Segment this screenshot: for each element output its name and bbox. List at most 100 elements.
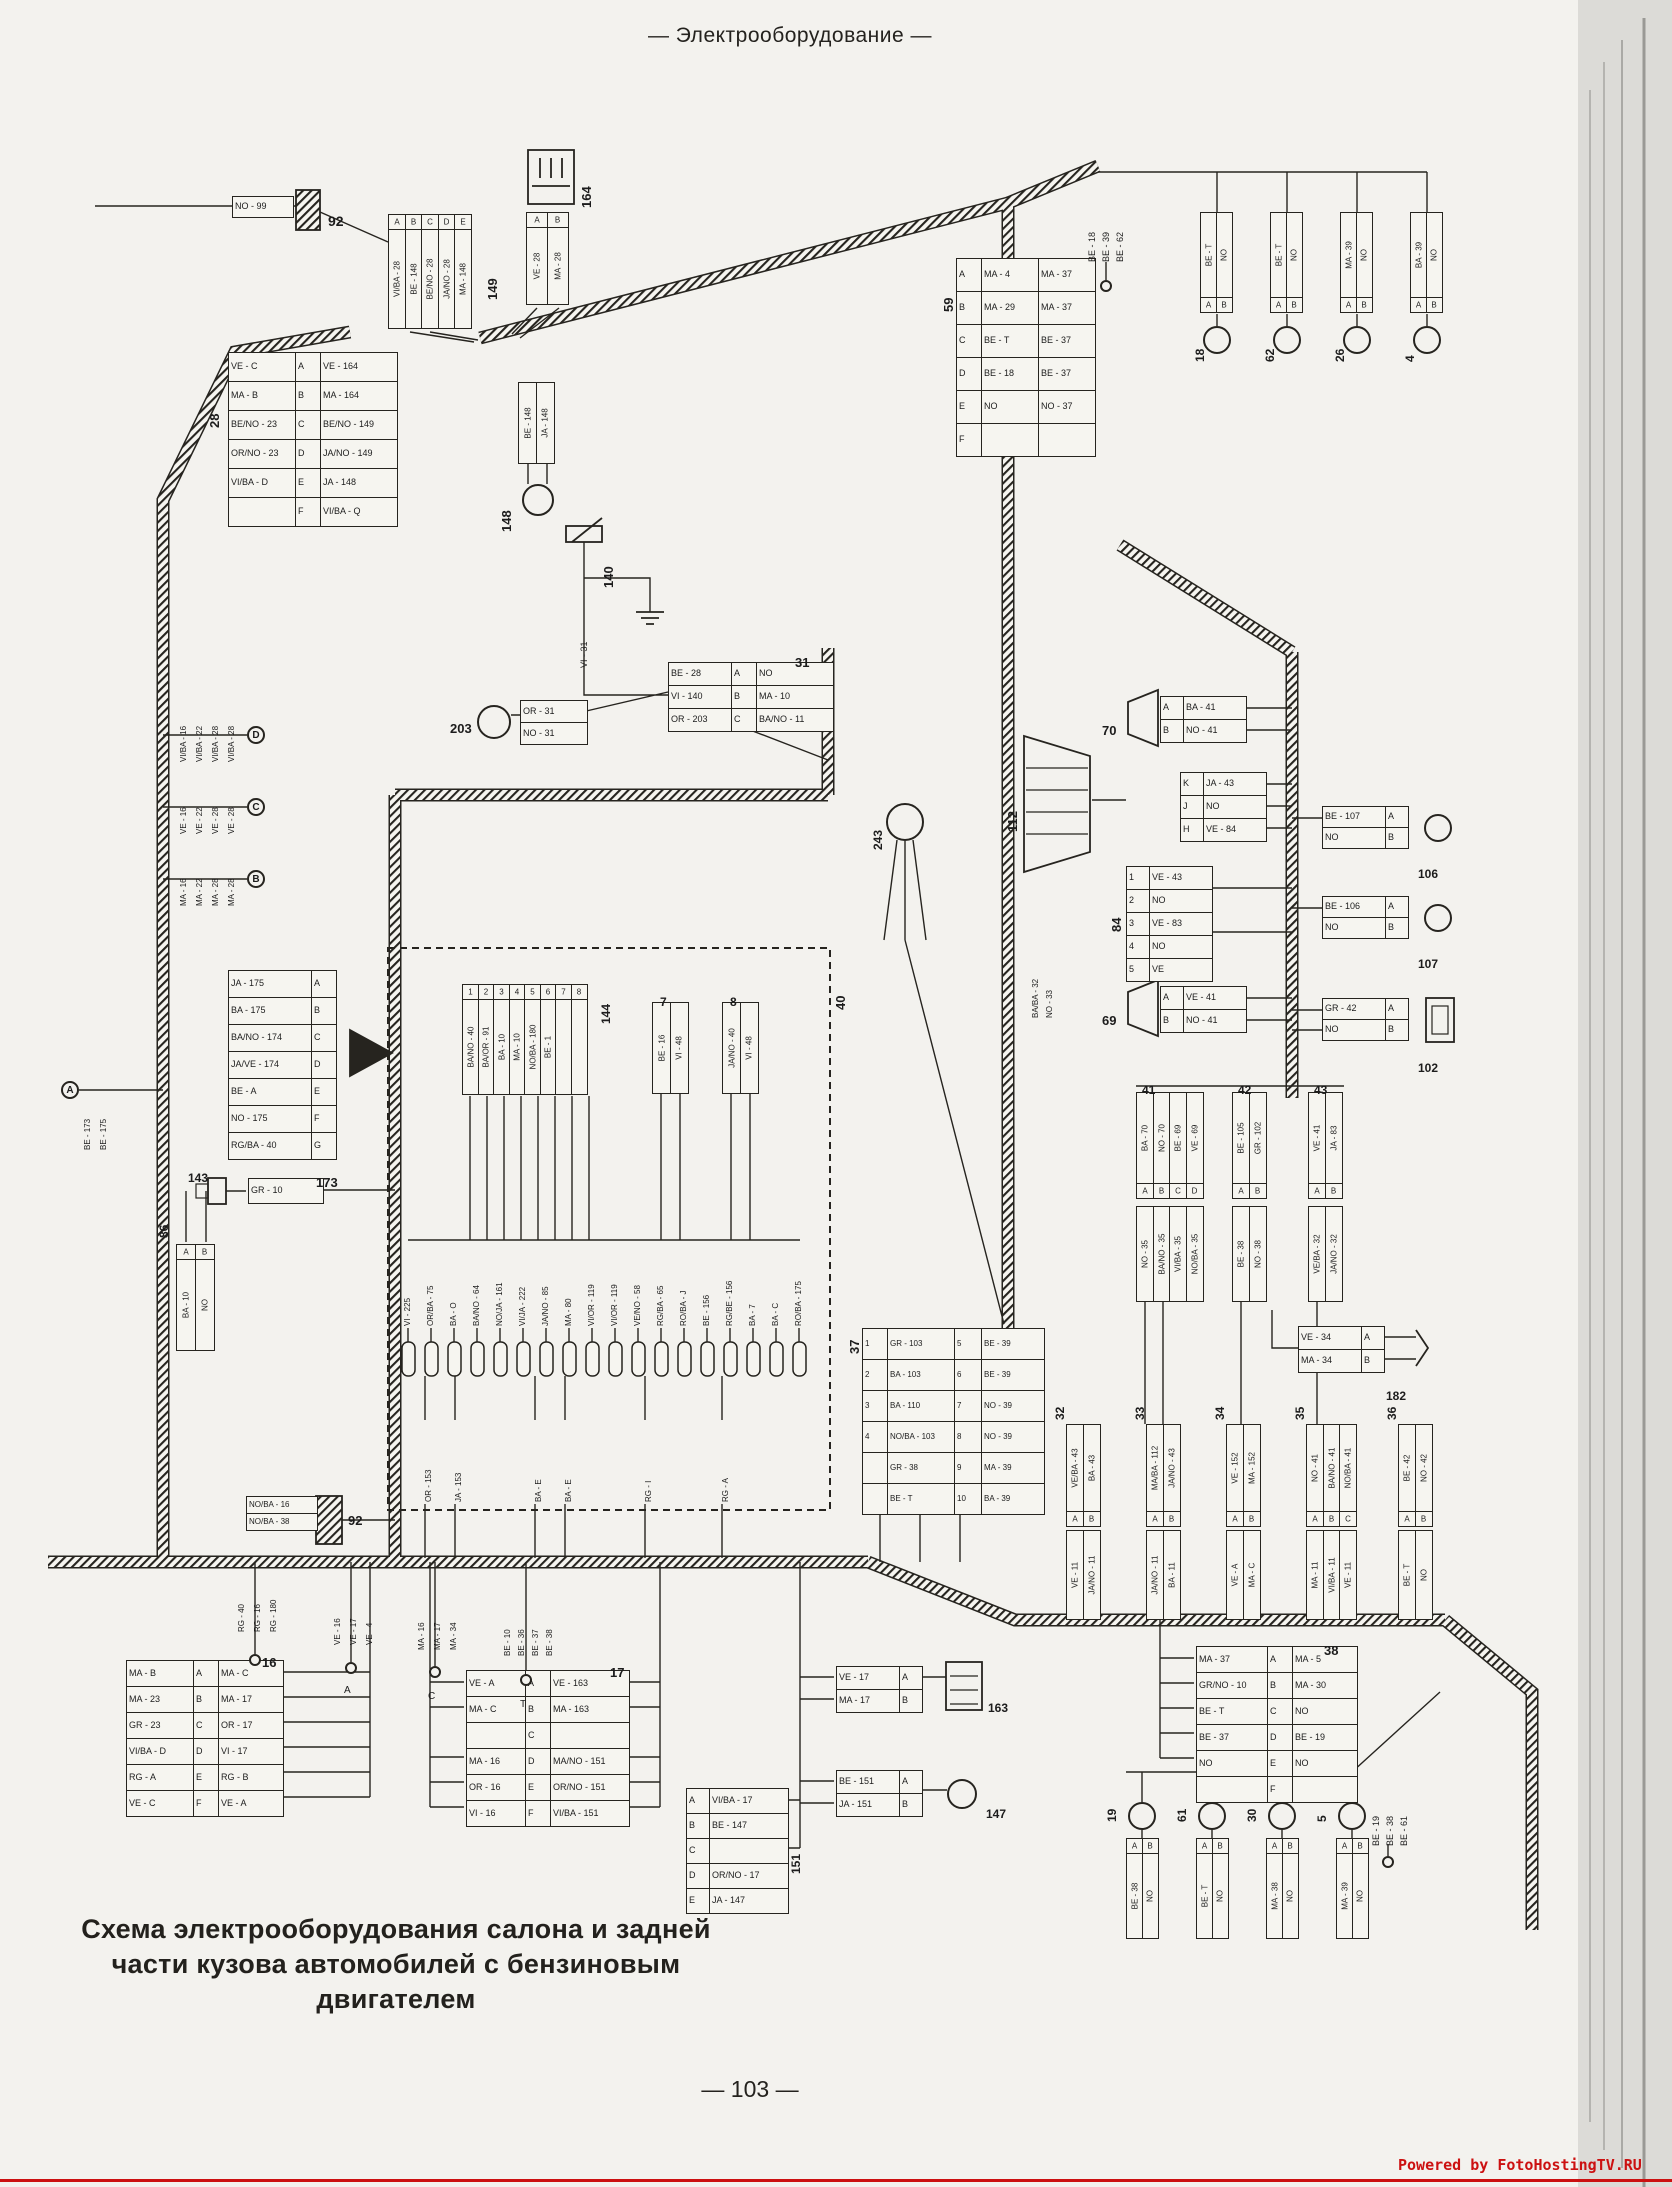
pin: A <box>1226 1510 1244 1527</box>
connector-173-wedge-icon <box>349 1028 394 1078</box>
cell <box>228 497 296 527</box>
cell: BE - 151 <box>836 1770 900 1794</box>
lamp-62 <box>1273 326 1301 354</box>
cell: 1 <box>1126 866 1150 890</box>
cell: RG - A <box>126 1764 194 1791</box>
wire-code: BE - T <box>1270 212 1287 298</box>
cell: D <box>525 1748 551 1775</box>
cell: BE - 37 <box>1038 324 1096 358</box>
wire-code: MA - 10 <box>508 998 526 1095</box>
num-243: 243 <box>871 829 885 850</box>
cell: NO <box>1292 1750 1358 1777</box>
num-102: 102 <box>1418 1061 1439 1075</box>
cell: C <box>295 410 321 440</box>
cell: BE - 107 <box>1322 806 1386 828</box>
wire-code: VE - 28 <box>526 226 548 305</box>
wire-ve-4: VE - 4 <box>365 1622 374 1645</box>
terminal-letter-a: A <box>344 1685 351 1696</box>
wire-code: JA/NO - 28 <box>437 228 456 329</box>
wire-code: VE - 152 <box>1226 1424 1244 1512</box>
cell: BE - T <box>1196 1698 1268 1725</box>
ground-icon <box>636 611 664 625</box>
wire-rg-a: RG - A <box>721 1477 730 1502</box>
wire-code: JA/NO - 40 <box>722 1002 741 1094</box>
pin: B <box>1248 1182 1267 1199</box>
cell: VE - C <box>228 352 296 382</box>
wire-code <box>555 998 572 1095</box>
cell: K <box>1180 772 1204 796</box>
cell: B <box>899 1689 923 1713</box>
pin: C <box>1339 1510 1357 1527</box>
cell: VE - A <box>218 1790 284 1817</box>
wire-code: BA - 10 <box>493 998 510 1095</box>
wire-code: BA/NO - 41 <box>1322 1424 1341 1512</box>
wire-ve-28b: VE - 28 <box>227 807 236 834</box>
cell: C <box>1267 1698 1293 1725</box>
num-149: 149 <box>485 278 500 300</box>
wire-code: NO <box>1351 1852 1369 1939</box>
cell: A <box>311 970 337 998</box>
cell: MA - 163 <box>550 1696 630 1723</box>
cell: C <box>686 1838 710 1864</box>
cell: BE - 19 <box>1292 1724 1358 1751</box>
cell: B <box>525 1696 551 1723</box>
cell: MA - 30 <box>1292 1672 1358 1699</box>
wire-be-61: BE - 61 <box>1399 1815 1409 1846</box>
wire-ma-16: MA - 16 <box>179 878 188 906</box>
wire-code <box>570 998 588 1095</box>
cell: A <box>295 352 321 382</box>
cell: GR - 23 <box>126 1712 194 1739</box>
cell: E <box>193 1764 219 1791</box>
wire-ma-16b: MA - 16 <box>417 1622 426 1650</box>
cell: BA - 110 <box>887 1390 955 1422</box>
pin: A <box>1340 296 1357 313</box>
cell: A <box>899 1666 923 1690</box>
cell <box>862 1452 888 1484</box>
cell: BE/NO - 23 <box>228 410 296 440</box>
wire-roba-175: RO/BA - 175 <box>794 1281 803 1326</box>
num-28: 28 <box>207 413 222 428</box>
num-62: 62 <box>1263 348 1277 362</box>
wire-code: BE/NO - 28 <box>421 228 439 329</box>
bracket-182-icon <box>1415 1329 1430 1367</box>
pin: A <box>1232 1182 1250 1199</box>
cell: BE - 39 <box>981 1359 1045 1391</box>
wire-code: MA - 38 <box>1266 1852 1283 1939</box>
cell: JA/NO - 149 <box>320 439 398 469</box>
wire-code: VE/BA - 32 <box>1308 1206 1326 1302</box>
page-header: — Электрооборудование — <box>647 24 933 47</box>
cell: MA - 23 <box>126 1686 194 1713</box>
pin: A <box>1306 1510 1324 1527</box>
cell: F <box>311 1105 337 1133</box>
wire-rgba-65: RG/BA - 65 <box>656 1285 665 1326</box>
num-42: 42 <box>1238 1083 1252 1097</box>
wire-code: NO <box>194 1258 215 1351</box>
terminal-c: C <box>247 798 265 816</box>
terminal-letter-c: C <box>428 1691 436 1702</box>
wire-ma-28b: MA - 28 <box>227 878 236 906</box>
wire-code: JA/NO - 32 <box>1324 1206 1343 1302</box>
wire-ma-22: MA - 22 <box>195 878 204 906</box>
wire-code: NO - 41 <box>1306 1424 1324 1512</box>
wire-rg-180: RG - 180 <box>269 1599 278 1632</box>
num-36: 36 <box>1385 1406 1399 1420</box>
lamp-5 <box>1338 1802 1366 1830</box>
cell: E <box>295 468 321 498</box>
cell: 4 <box>1126 935 1150 959</box>
wire-ma-34: MA - 34 <box>449 1622 458 1650</box>
figure-caption: Схема электрооборудования салона и задне… <box>46 1912 746 2017</box>
wire-ba-o: BA - O <box>449 1302 458 1326</box>
wire-code: BE - 1 <box>539 998 557 1095</box>
